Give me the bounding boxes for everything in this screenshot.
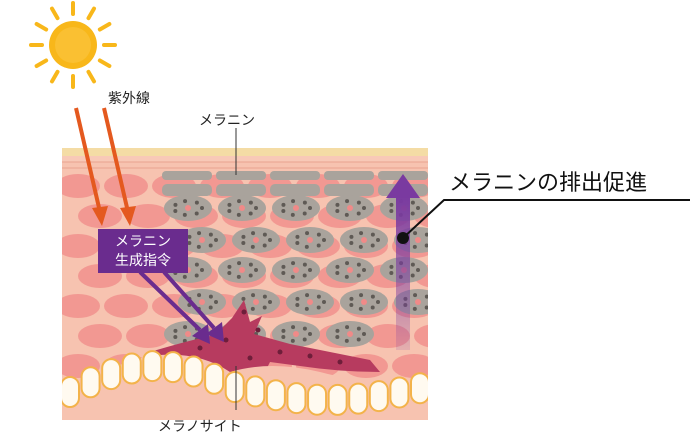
stratum-corneum [62, 148, 428, 169]
excretion-label: メラニンの排出促進 [449, 171, 648, 196]
callout-line [397, 199, 690, 244]
melanocyte [150, 300, 380, 392]
command-arrows [138, 270, 224, 344]
command-line-1: メラニン [115, 234, 171, 250]
melanin-command-box: メラニン 生成指令 [98, 229, 188, 273]
melanocyte-label: メラノサイト [158, 419, 242, 435]
uv-arrows [74, 107, 136, 226]
basal-layer [62, 350, 428, 420]
uv-label: 紫外線 [108, 91, 150, 107]
command-line-2: 生成指令 [115, 253, 171, 269]
sun-icon [29, 1, 117, 89]
skin-section [62, 148, 428, 420]
melanin-label: メラニン [199, 113, 255, 129]
